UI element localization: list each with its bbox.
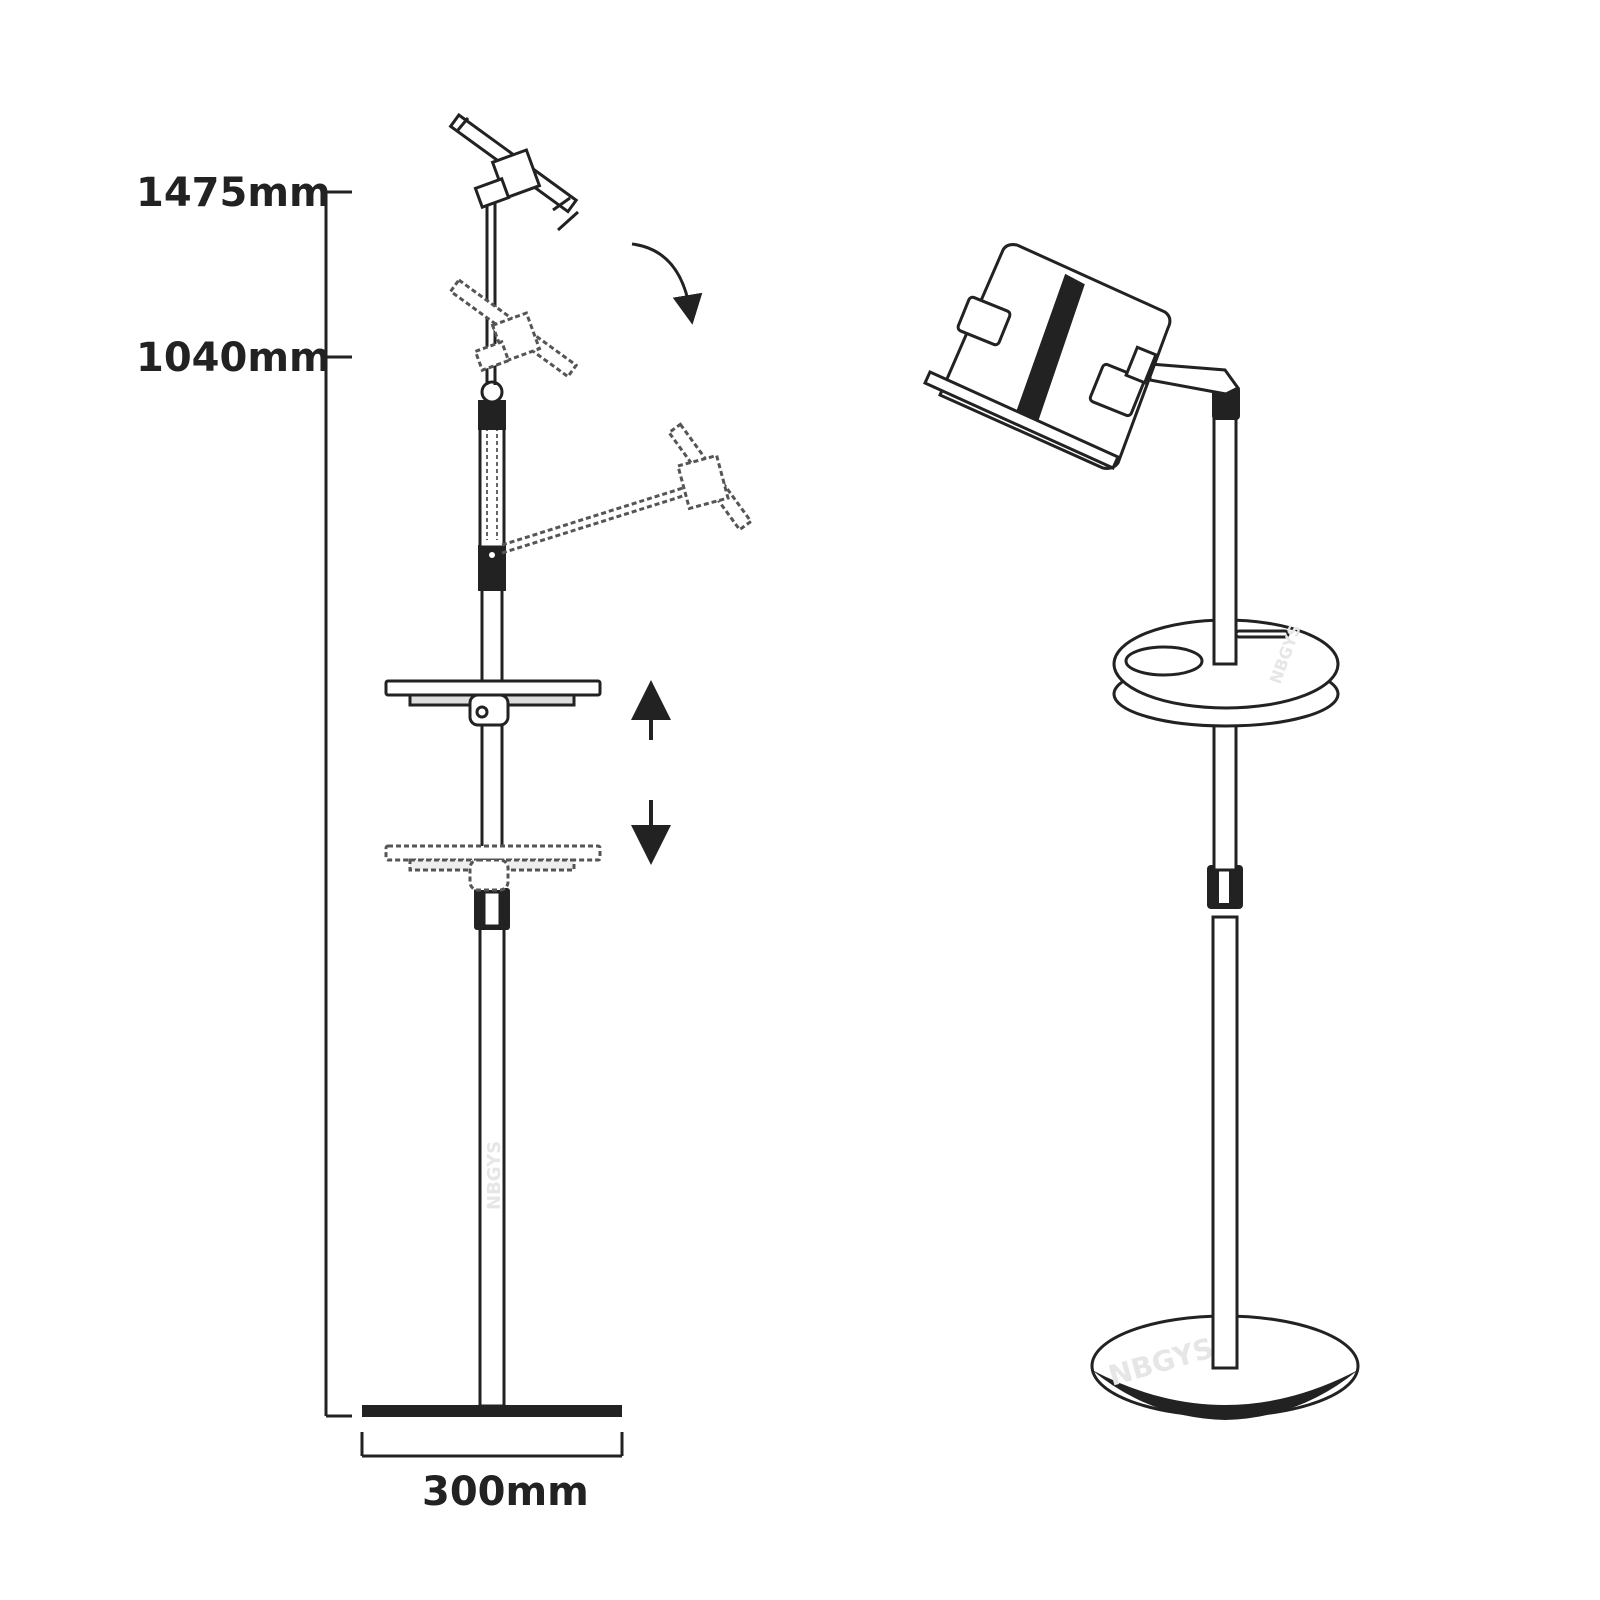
perspective-upper-pole bbox=[1212, 414, 1238, 666]
perspective-middle-pole bbox=[1212, 708, 1238, 872]
width-dimension bbox=[360, 1432, 624, 1458]
cup-holder-icon bbox=[1124, 645, 1204, 677]
side-holder-middle-ghost bbox=[448, 277, 579, 379]
perspective-view-stand: NBGYS NBGYS bbox=[923, 243, 1360, 1420]
base-width-label: 300mm bbox=[422, 1469, 589, 1515]
side-holder-arm-ghost bbox=[501, 422, 754, 555]
side-holder-top bbox=[448, 112, 580, 232]
perspective-tablet-holder bbox=[923, 243, 1172, 470]
side-base-plate bbox=[362, 1405, 622, 1417]
side-watermark: NBGYS bbox=[484, 1141, 505, 1210]
side-tray-lower-ghost bbox=[384, 844, 602, 892]
side-middle-pole bbox=[480, 573, 504, 892]
max-height-label: 1475mm bbox=[136, 170, 331, 216]
perspective-lower-pole bbox=[1211, 915, 1239, 1370]
min-height-label: 1040mm bbox=[136, 335, 331, 381]
side-upper-knob bbox=[478, 400, 506, 430]
side-view-stand: NBGYS bbox=[362, 112, 754, 1417]
side-tray-upper bbox=[384, 679, 602, 727]
rotate-arrow-icon bbox=[631, 242, 703, 325]
height-dimension bbox=[324, 190, 352, 1418]
